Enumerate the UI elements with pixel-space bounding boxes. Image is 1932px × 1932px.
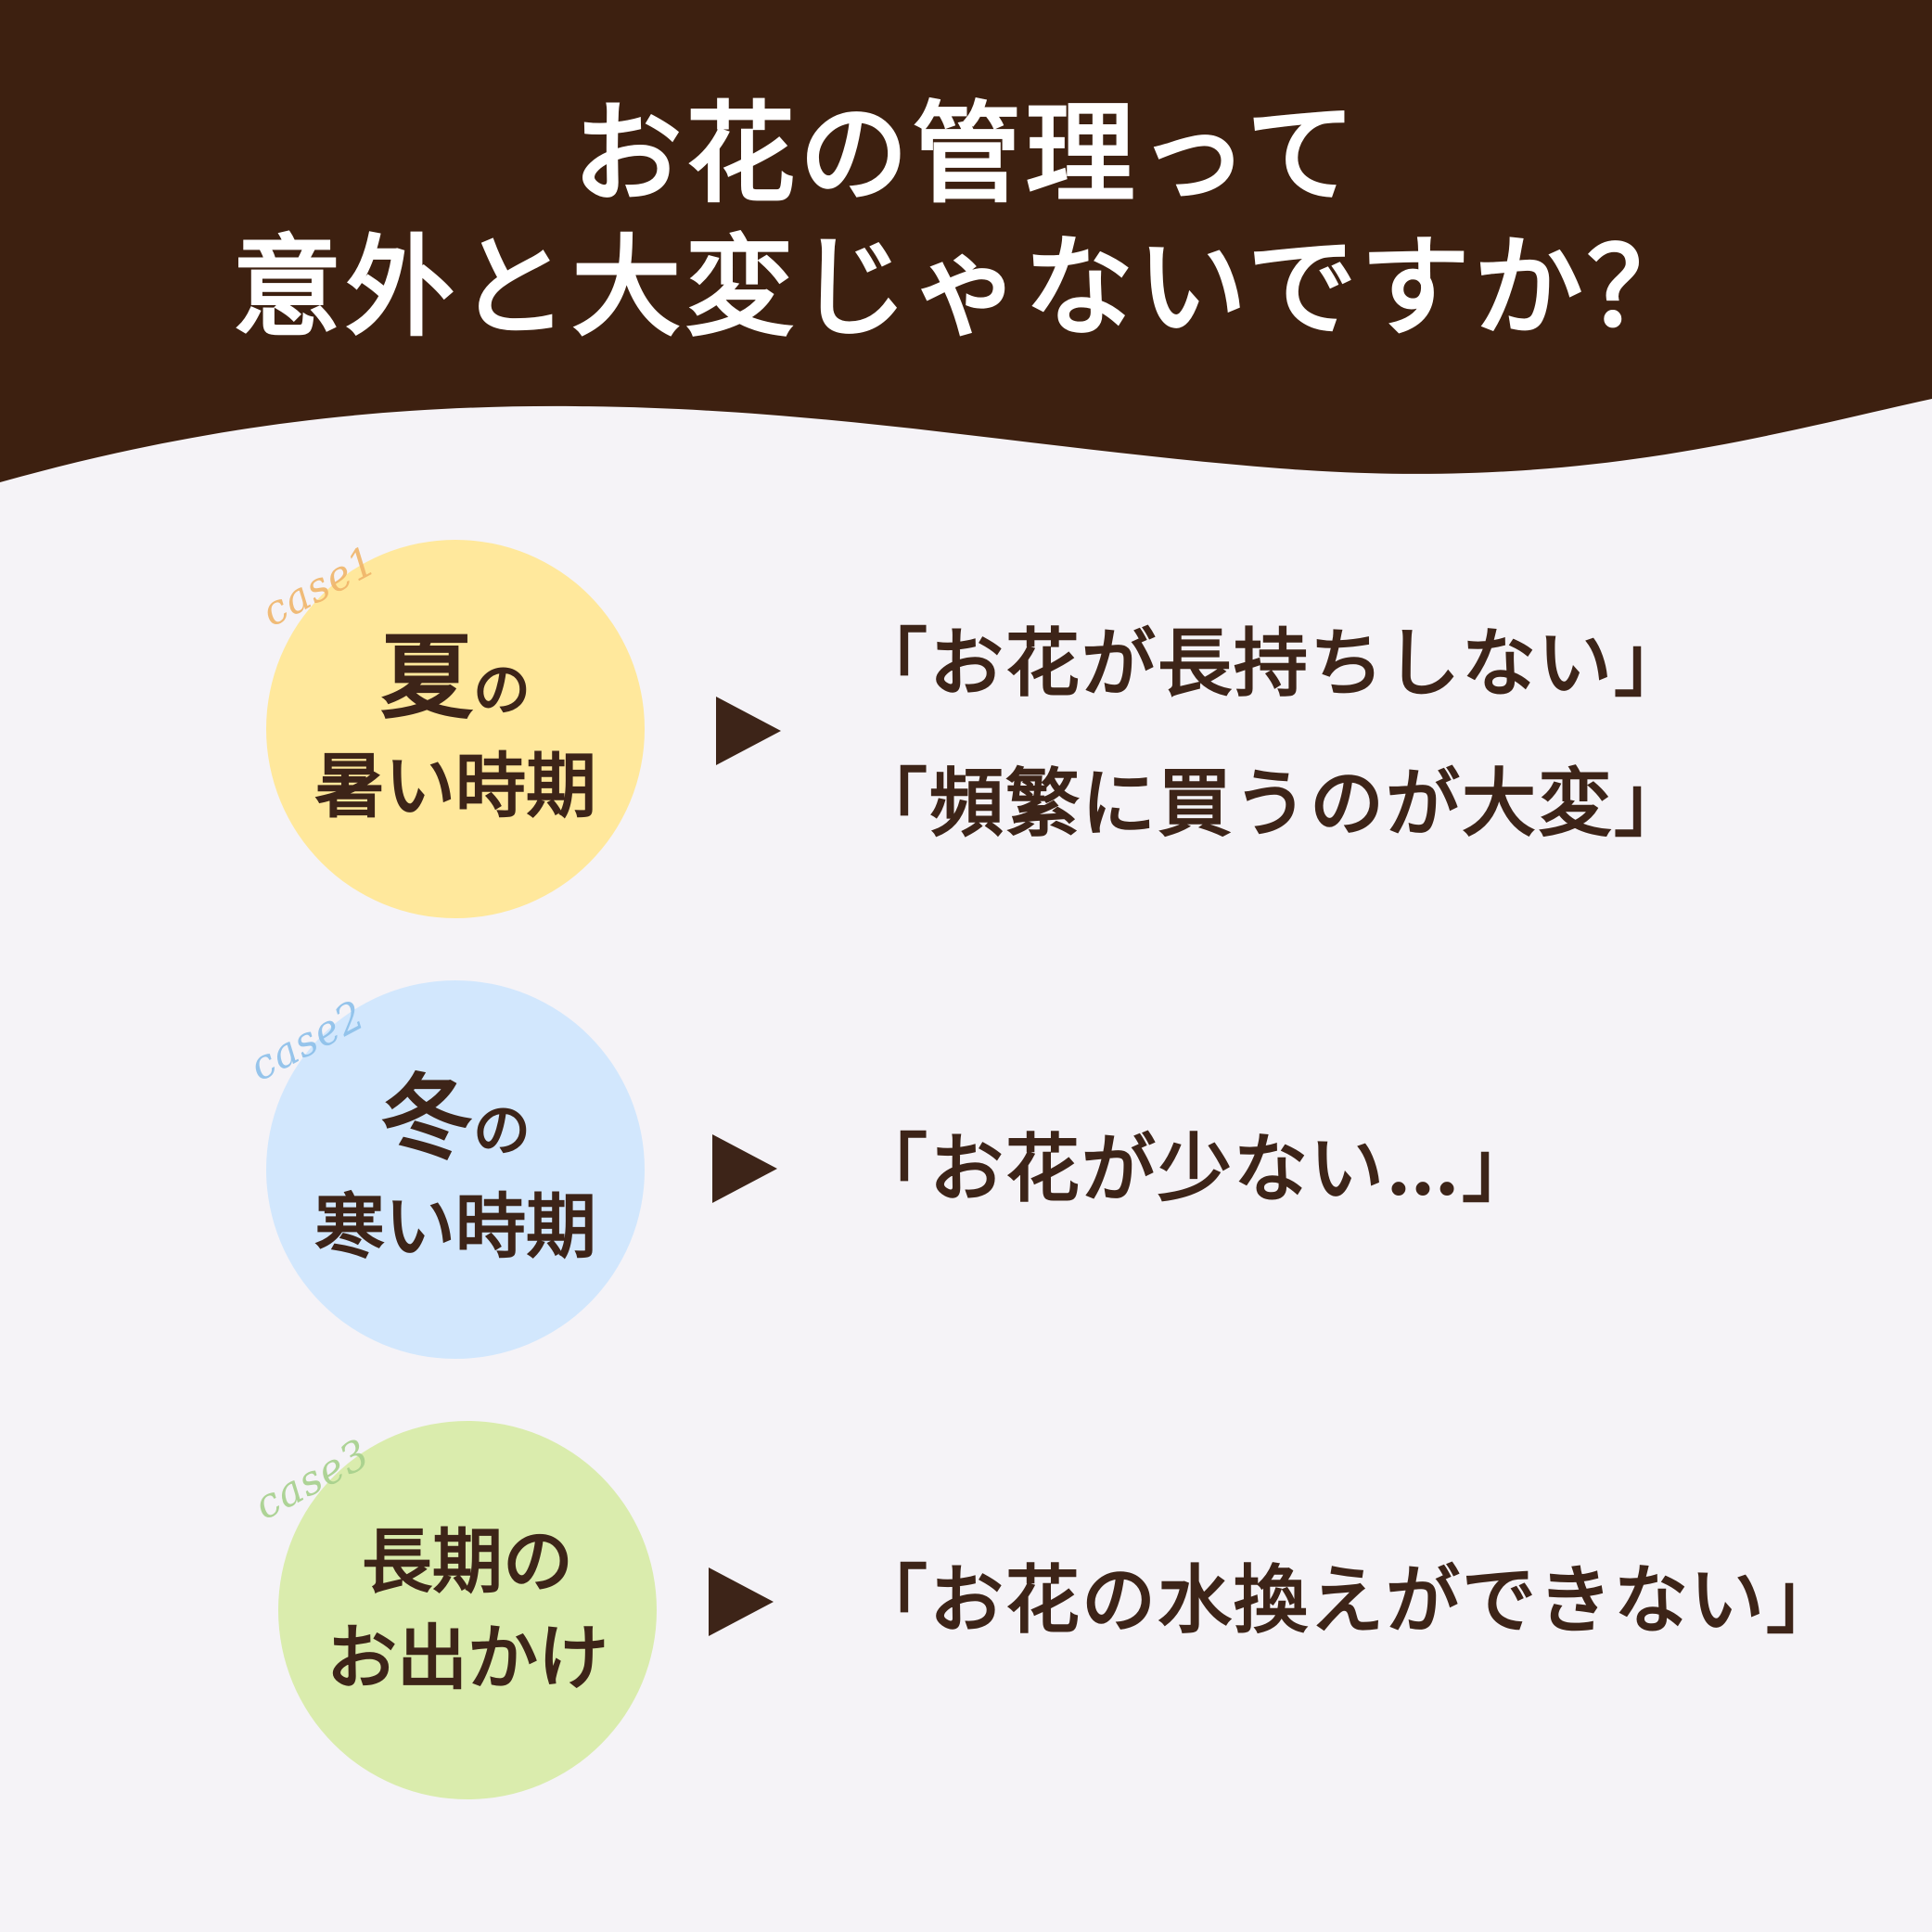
case-1-circle: 夏の 暑い時期 [266, 540, 645, 918]
headline-line-2: 意外と大変じゃないですか？ [232, 223, 1700, 352]
case-2-quote-1: 「お花が少ない…」 [853, 1125, 1538, 1212]
case-3-line-1: 長期の [362, 1520, 573, 1603]
arrow-icon [716, 697, 781, 765]
arrow-icon [712, 1134, 777, 1203]
case-3-line-2: お出かけ [326, 1617, 608, 1699]
case-2-title-particle: の [472, 1096, 531, 1164]
headline: お花の管理って 意外と大変じゃないですか？ [0, 88, 1932, 353]
arrow-icon [709, 1567, 774, 1636]
case-3-row: 長期の お出かけ case3 「お花の水換えができない」 [0, 1419, 1932, 1799]
case-1-quote-1: 「お花が長持ちしない」 [853, 620, 1690, 707]
case-2-row: 冬の 寒い時期 case2 「お花が少ない…」 [0, 979, 1932, 1359]
case-3-circle: 長期の お出かけ [278, 1421, 657, 1799]
case-1-title: 夏 [379, 622, 473, 732]
case-3-quote-1: 「お花の水換えができない」 [853, 1556, 1842, 1644]
header-background [0, 0, 1932, 482]
case-1-quote-2: 「頻繁に買うのが大変」 [853, 760, 1690, 847]
headline-line-1: お花の管理って [572, 89, 1360, 218]
case-2-title: 冬 [379, 1063, 473, 1172]
case-1-row: 夏の 暑い時期 case1 「お花が長持ちしない」 「頻繁に買うのが大変」 [0, 537, 1932, 918]
case-1-title-particle: の [472, 656, 531, 723]
case-2-circle: 冬の 寒い時期 [266, 980, 645, 1359]
case-1-subtitle: 暑い時期 [314, 745, 596, 827]
case-2-subtitle: 寒い時期 [314, 1185, 596, 1268]
